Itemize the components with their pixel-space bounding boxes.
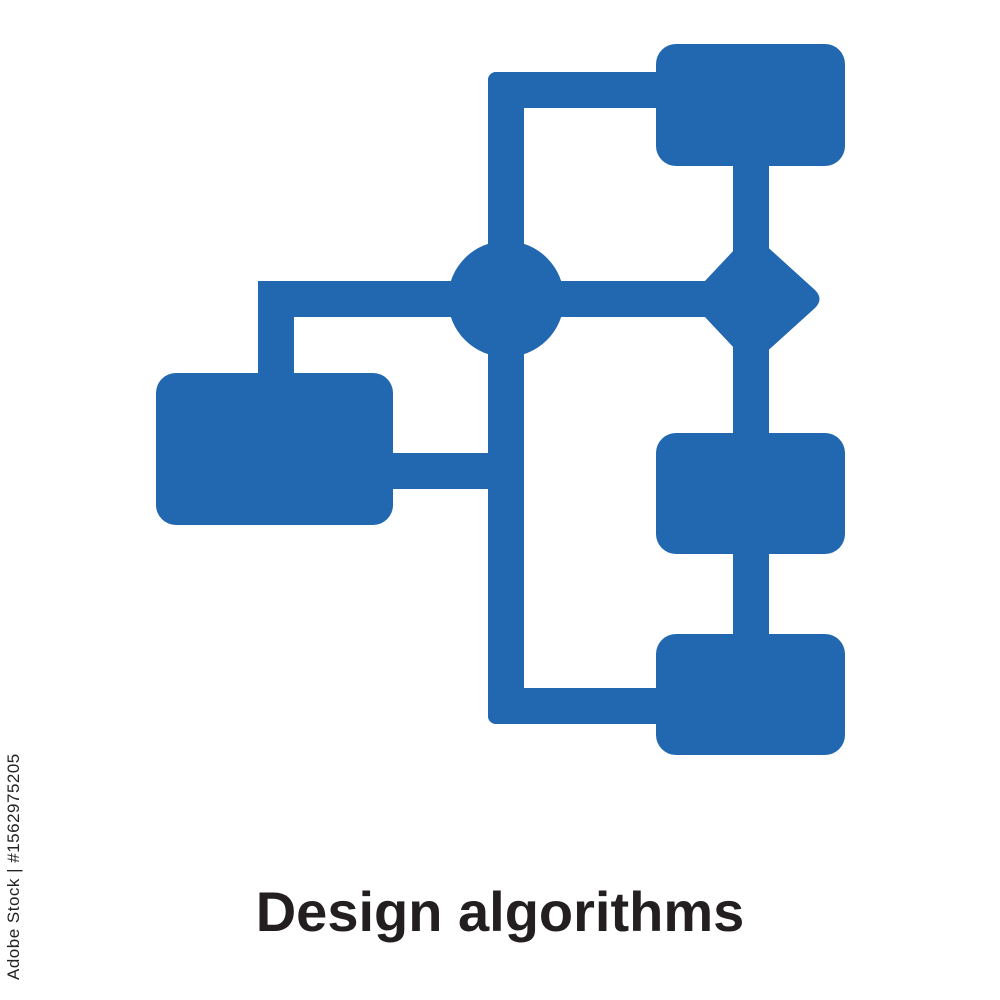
connector-right-vertical (733, 150, 769, 650)
process-node-left (156, 373, 393, 525)
icon-title: Design algorithms (255, 880, 745, 943)
connector-main-vertical (488, 72, 524, 724)
connector-left-vertical (258, 281, 294, 389)
process-node-bottom-right (656, 634, 845, 755)
connector-left-box-link (380, 453, 506, 489)
connector-top-horizontal (488, 72, 670, 108)
stock-id-watermark: Adobe Stock | #1562975205 (4, 753, 23, 980)
process-node-top-right (656, 44, 845, 166)
connector-bottom-horizontal (488, 688, 670, 724)
process-node-middle-right (656, 433, 845, 554)
decision-diamond-node (688, 232, 820, 366)
junction-circle-node (448, 241, 564, 357)
